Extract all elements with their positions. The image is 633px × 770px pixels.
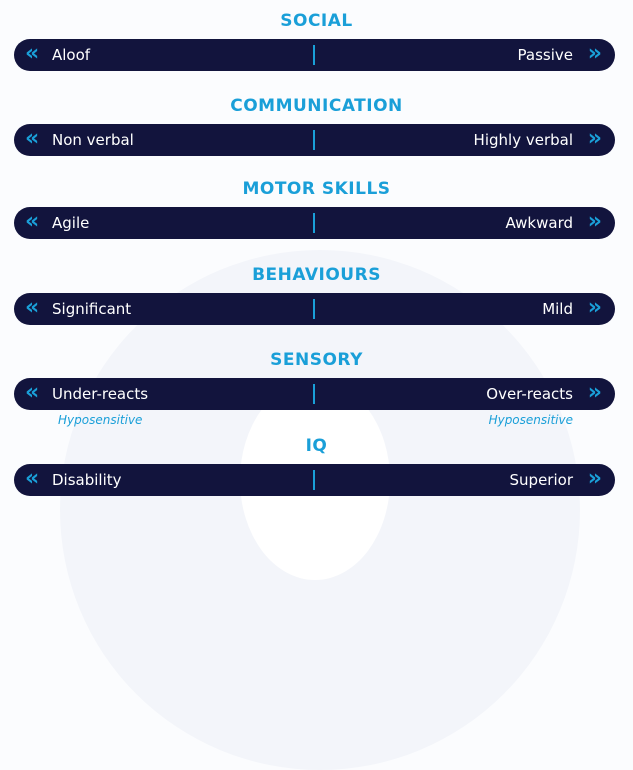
scale-title: BEHAVIOURS bbox=[252, 265, 381, 285]
scale-title: MOTOR SKILLS bbox=[242, 179, 391, 199]
scale-bar: « Significant Mild » bbox=[14, 293, 615, 325]
scale-right-label: Highly verbal bbox=[473, 131, 573, 149]
scale-right-note: Hyposensitive bbox=[488, 413, 573, 427]
scale-left-label: Non verbal bbox=[52, 131, 134, 149]
scale-title: IQ bbox=[305, 436, 328, 456]
scale-title: SOCIAL bbox=[280, 11, 353, 31]
scale-midpoint bbox=[313, 470, 315, 490]
chevron-double-left-icon: « bbox=[25, 295, 40, 320]
scale-title: SENSORY bbox=[270, 350, 363, 370]
scale-left-label: Under-reacts bbox=[52, 385, 149, 403]
scale-left-label: Significant bbox=[52, 300, 132, 318]
scale-left-label: Disability bbox=[52, 471, 122, 489]
scale-right-label: Over-reacts bbox=[486, 385, 573, 403]
scale-midpoint bbox=[313, 130, 315, 150]
scale-bar: « Aloof Passive » bbox=[14, 39, 615, 71]
chevron-double-left-icon: « bbox=[25, 126, 40, 151]
scale-left-note: Hyposensitive bbox=[58, 413, 143, 427]
scale-bar: « Non verbal Highly verbal » bbox=[14, 124, 615, 156]
chevron-double-left-icon: « bbox=[25, 466, 40, 491]
chevron-double-right-icon: » bbox=[587, 380, 602, 405]
chevron-double-right-icon: » bbox=[587, 209, 602, 234]
chevron-double-left-icon: « bbox=[25, 41, 40, 66]
scale-right-label: Awkward bbox=[505, 214, 574, 232]
chevron-double-left-icon: « bbox=[25, 380, 40, 405]
scale-bar: « Disability Superior » bbox=[14, 464, 615, 496]
scale-right-label: Passive bbox=[517, 46, 573, 64]
scale-right-label: Superior bbox=[509, 471, 573, 489]
chevron-double-right-icon: » bbox=[587, 295, 602, 320]
chevron-double-right-icon: » bbox=[587, 126, 602, 151]
scale-midpoint bbox=[313, 213, 315, 233]
chevron-double-right-icon: » bbox=[587, 41, 602, 66]
scale-midpoint bbox=[313, 299, 315, 319]
scale-midpoint bbox=[313, 384, 315, 404]
scale-right-label: Mild bbox=[542, 300, 573, 318]
scale-left-label: Agile bbox=[52, 214, 90, 232]
chevron-double-left-icon: « bbox=[25, 209, 40, 234]
scale-bar: « Agile Awkward » bbox=[14, 207, 615, 239]
scale-left-label: Aloof bbox=[52, 46, 91, 64]
chevron-double-right-icon: » bbox=[587, 466, 602, 491]
scale-midpoint bbox=[313, 45, 315, 65]
scale-bar: « Under-reacts Over-reacts » bbox=[14, 378, 615, 410]
scale-title: COMMUNICATION bbox=[230, 96, 403, 116]
